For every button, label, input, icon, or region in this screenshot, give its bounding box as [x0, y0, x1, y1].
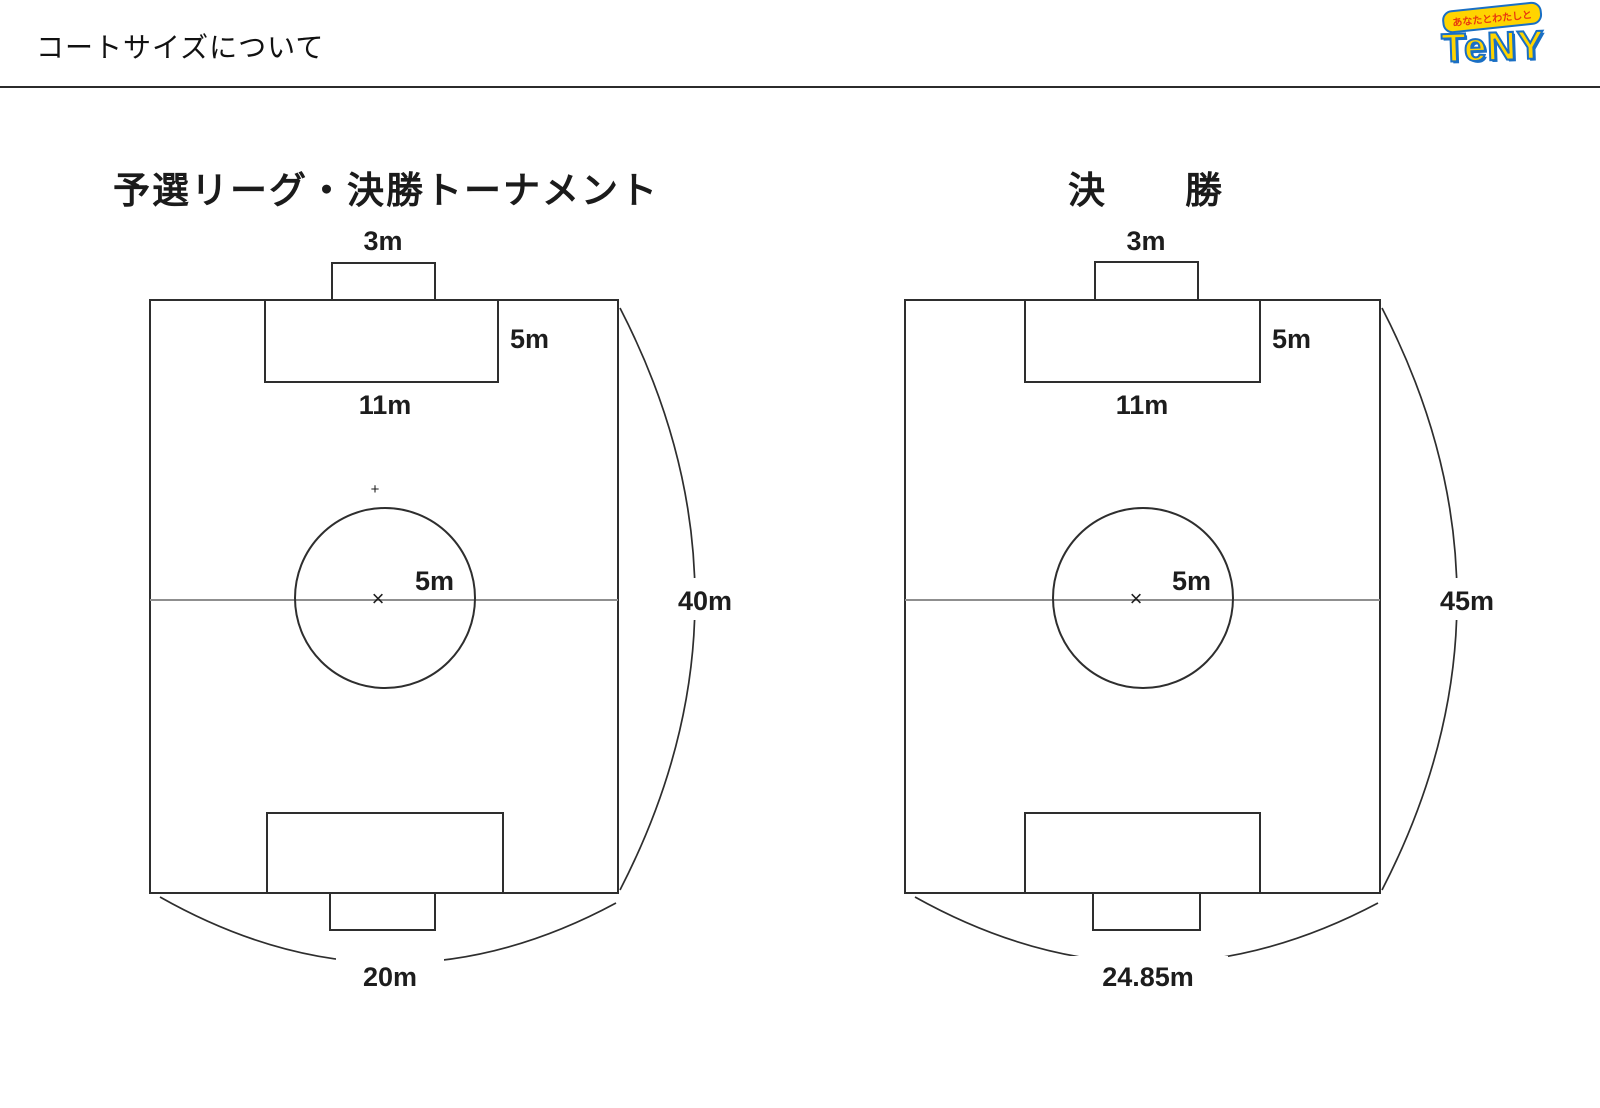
court2-width-label: 24.85m: [1102, 962, 1194, 992]
court2-top-goal: [1094, 261, 1199, 301]
court1-length-label-gap: [668, 578, 772, 620]
court2-goal-width-label: 3m: [1126, 226, 1165, 256]
court2-penalty-width-label: 11m: [1116, 390, 1169, 420]
court1-center-mark: ×: [372, 586, 385, 611]
page-title: コートサイズについて: [36, 32, 325, 63]
court2-title: 決 勝: [1068, 170, 1224, 211]
court2-top-penalty-area: [1024, 299, 1261, 383]
court1-goal-width-label: 3m: [363, 226, 402, 256]
court2-outline: [904, 299, 1381, 894]
court2-center-mark: ×: [1130, 586, 1143, 611]
court2-center-circle: [1052, 507, 1234, 689]
court2-length-label-gap: [1430, 578, 1536, 620]
court2-center-circle-label: 5m: [1172, 566, 1211, 596]
header-divider: [0, 86, 1600, 88]
court1-title: 予選リーグ・決勝トーナメント: [113, 170, 659, 211]
court2-width-label-gap: [1068, 956, 1228, 992]
court1-bottom-penalty-area: [266, 812, 504, 894]
court1-diagram: 3m 5m 11m + × 5m 40m 20m: [149, 226, 772, 992]
court2-bottom-goal: [1092, 892, 1201, 931]
court1-center-circle: [294, 507, 476, 689]
court1-width-label: 20m: [363, 962, 417, 992]
court1-penalty-width-label: 11m: [359, 390, 412, 420]
court1-bottom-goal: [329, 892, 436, 931]
court2-length-label: 45m: [1440, 586, 1494, 616]
court1-top-goal: [331, 262, 436, 301]
court2-bottom-penalty-area: [1024, 812, 1261, 894]
court2-diagram: 3m 5m 11m × 5m 45m 24.85m: [904, 226, 1536, 992]
court1-width-label-gap: [336, 956, 444, 992]
court1-center-circle-label: 5m: [415, 566, 454, 596]
court1-length-label: 40m: [678, 586, 732, 616]
court1-top-penalty-area: [264, 299, 499, 383]
court1-penalty-depth-label: 5m: [510, 324, 549, 354]
court2-penalty-depth-label: 5m: [1272, 324, 1311, 354]
teny-logo: あなたとわたしと TeNY: [1429, 0, 1558, 82]
court1-penalty-mark: +: [371, 481, 380, 498]
